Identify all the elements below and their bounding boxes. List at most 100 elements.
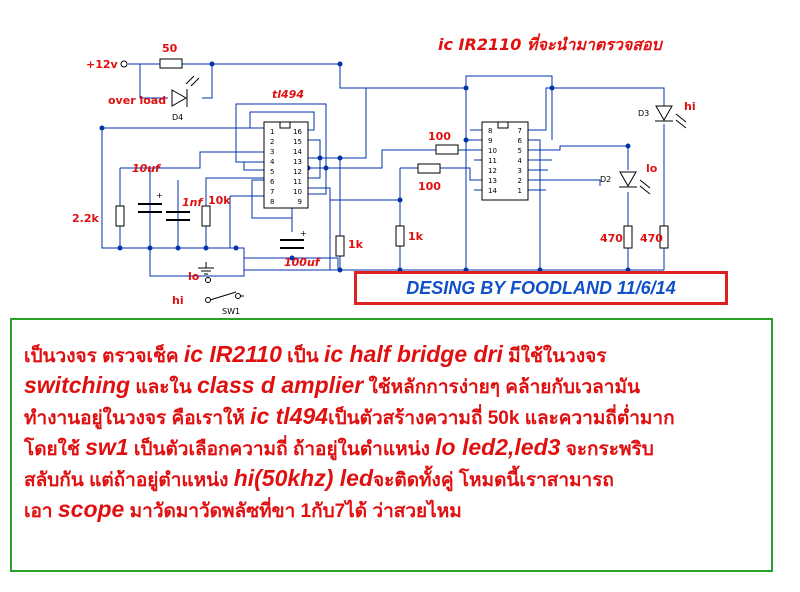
cap-1nf-icon — [166, 211, 190, 221]
pin-number: 13 — [488, 177, 497, 185]
description-segment: เป็น — [281, 346, 324, 367]
pin-number: 12 — [293, 168, 302, 176]
pin-number: 9 — [298, 198, 302, 206]
label-r100-a: 100 — [428, 130, 451, 143]
label-r10k: 10k — [208, 194, 231, 207]
resistor-100-a — [435, 144, 459, 155]
label-supply: +12v — [86, 58, 119, 71]
supply-terminal — [120, 60, 128, 68]
description-segment: ic tl494 — [250, 403, 329, 429]
pin-number: 3 — [270, 148, 274, 156]
cap-plus-a: + — [156, 191, 163, 200]
pin-number: 10 — [488, 147, 497, 155]
label-d4: D4 — [172, 113, 183, 122]
label-c10uf: 10uf — [132, 162, 161, 175]
cap-100uf-icon — [280, 239, 304, 249]
label-sw1: SW1 — [222, 307, 240, 316]
resistor-1k-b — [395, 225, 405, 247]
pin-number: 16 — [293, 128, 302, 136]
wires — [101, 63, 665, 277]
description-segment: และใน — [130, 377, 197, 398]
description-segment: lo led2,led3 — [435, 434, 561, 460]
pin-number: 13 — [293, 158, 302, 166]
label-hi-led: hi — [684, 100, 696, 113]
pin-number: 4 — [518, 157, 523, 165]
resistor-470-b — [659, 225, 669, 249]
d4-led-icon — [171, 75, 200, 107]
description-segment: sw1 — [85, 434, 129, 460]
resistor-50 — [159, 58, 183, 69]
pin-number: 8 — [488, 127, 492, 135]
pin-number: 9 — [488, 137, 492, 145]
junctions — [99, 61, 631, 273]
resistor-10k — [201, 205, 211, 227]
description-segment: เป็นวงจร ตรวจเช็ค — [24, 346, 184, 367]
d3-led-icon — [655, 105, 687, 129]
description-segment: โดยใช้ — [24, 439, 86, 460]
pin-number: 5 — [270, 168, 274, 176]
description-segment: ic half bridge dri — [323, 341, 503, 367]
description-segment: ic IR2110 — [183, 341, 282, 367]
description-segment: มาวัดมาวัดพลัซที่ขา 1กับ7ได้ ว่าสวยไหม — [124, 501, 462, 522]
description-segment: จะติดทั้งคู่ โหมดนี้เราสามารถ — [373, 470, 614, 491]
description-segment: เป็นตัวสร้างความถี่ 50k และความถี่ต่ำมาก — [328, 408, 675, 429]
resistor-100-b — [417, 163, 441, 174]
pin-number: 1 — [518, 187, 522, 195]
pin-number: 2 — [518, 177, 522, 185]
pin-number: 14 — [488, 187, 497, 195]
credit-text: DESING BY FOODLAND 11/6/14 — [406, 277, 676, 298]
tl494-notch — [279, 121, 291, 129]
tl494-chip — [263, 121, 309, 209]
description-segment: switching — [24, 372, 131, 398]
credit-box: DESING BY FOODLAND 11/6/14 — [354, 271, 728, 305]
pin-number: 7 — [518, 127, 522, 135]
label-overload: over load — [108, 94, 166, 107]
description-line: เอา scope มาวัดมาวัดพลัซที่ขา 1กับ7ได้ ว… — [24, 495, 761, 526]
resistor-470-a — [623, 225, 633, 249]
pin-number: 2 — [270, 138, 274, 146]
description-segment: hi(50khz) led — [233, 465, 374, 491]
pin-number: 11 — [488, 157, 497, 165]
pin-number: 4 — [270, 158, 275, 166]
resistor-2k2 — [115, 205, 125, 227]
description-segment: จะกระพริบ — [560, 439, 654, 460]
pin-number: 6 — [518, 137, 523, 145]
label-c100uf: 100uf — [284, 256, 321, 269]
description-segment: มีใช้ในวงจร — [502, 346, 607, 367]
diagram-title: ic IR2110 ที่จะนำมาตรวจสอบ — [438, 33, 664, 54]
description-line: เป็นวงจร ตรวจเช็ค ic IR2110 เป็น ic half… — [24, 340, 761, 371]
ir2110-chip — [481, 121, 529, 201]
description-segment: scope — [57, 496, 125, 522]
pin-number: 6 — [270, 178, 275, 186]
description-line: โดยใช้ sw1 เป็นตัวเลือกความถี่ ถ้าอยู่ใน… — [24, 433, 761, 464]
label-r1k-b: 1k — [408, 230, 424, 243]
pin-number: 3 — [518, 167, 522, 175]
description-segment: เอา — [24, 501, 58, 522]
label-tl494: tl494 — [272, 88, 304, 101]
cap-plus-b: + — [300, 229, 307, 238]
description-line: ทำงานอยู่ในวงจร คือเราให้ ic tl494เป็นตั… — [24, 402, 761, 433]
label-d2: D2 — [600, 175, 611, 184]
label-r470-a: 470 — [600, 232, 623, 245]
description-segment: สลับกัน แต่ถ้าอยู่ตำแหน่ง — [24, 470, 234, 491]
label-lo-switch: lo — [188, 270, 200, 283]
pin-number: 5 — [518, 147, 522, 155]
resistor-1k-a — [335, 235, 345, 257]
pin-number: 7 — [270, 188, 274, 196]
ir2110-pins-right: 7 6 5 4 3 2 1 — [518, 127, 523, 195]
label-r1k-a: 1k — [348, 238, 364, 251]
label-r22k: 2.2k — [72, 212, 99, 225]
sw1-switch-icon — [205, 277, 244, 303]
pin-number: 10 — [293, 188, 302, 196]
label-lo-led: lo — [646, 162, 658, 175]
label-r100-b: 100 — [418, 180, 441, 193]
ground-icon — [198, 262, 214, 275]
label-d3: D3 — [638, 109, 649, 118]
description-segment: ทำงานอยู่ในวงจร คือเราให้ — [24, 408, 251, 429]
description-box: เป็นวงจร ตรวจเช็ค ic IR2110 เป็น ic half… — [10, 318, 773, 572]
pin-number: 14 — [293, 148, 302, 156]
